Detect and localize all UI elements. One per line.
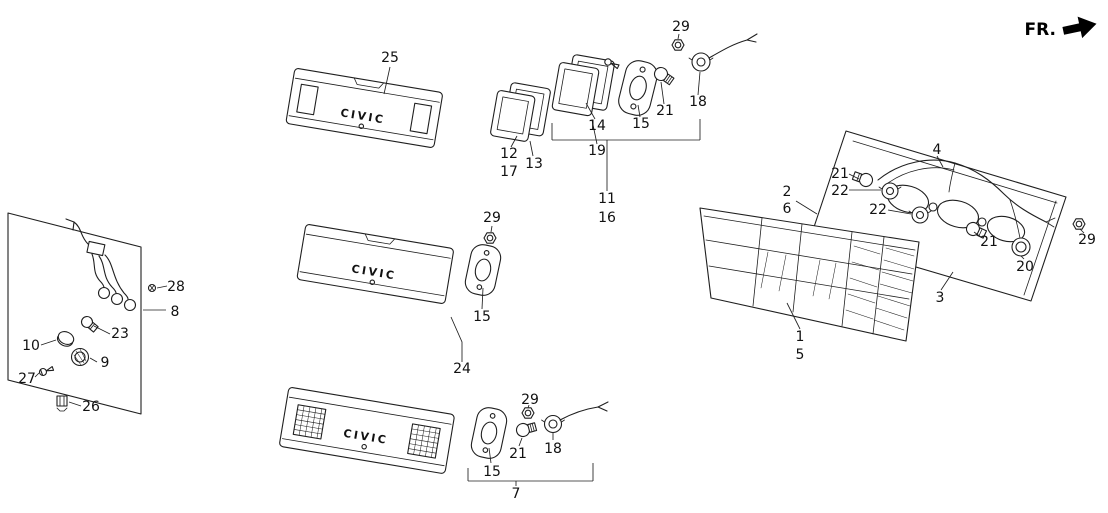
- unit-outline-box: [7, 212, 142, 415]
- callout-marker-lens-a: 12: [500, 146, 518, 162]
- callout-socket-cap: 20: [1016, 259, 1034, 275]
- callout-socket-housing: 10: [22, 338, 40, 354]
- screw-icon: [147, 283, 157, 293]
- callout-clip: 26: [82, 399, 100, 415]
- callout-socket-unit: 8: [171, 304, 180, 320]
- callout-marker-c: 17: [500, 164, 518, 180]
- callout-nut-top: 29: [672, 19, 690, 35]
- fr-indicator: FR.: [1025, 16, 1097, 40]
- taillight-housing: [810, 130, 1067, 302]
- callout-screw-box: 28: [167, 279, 185, 295]
- callout-socket-bottom: 18: [544, 441, 562, 457]
- socket-housing-icon: [56, 331, 75, 347]
- callout-gasket-middle: 15: [473, 309, 491, 325]
- nut-icon: [483, 232, 497, 244]
- bulb-icon: [80, 315, 99, 333]
- socket-wiring-unit: [7, 212, 157, 415]
- taillight-assembly: [699, 130, 1086, 342]
- fr-label: FR.: [1025, 20, 1056, 40]
- callout-lens-r-a: 2: [783, 184, 792, 200]
- callout-gasket-bottom: 15: [483, 464, 501, 480]
- callout-bulb-left: 23: [111, 326, 129, 342]
- bulb-socket-bottom: [541, 401, 609, 434]
- callout-garnish-middle: 24: [453, 361, 471, 377]
- bulb-icon: [515, 422, 538, 438]
- callout-socket-right-b: 22: [869, 202, 887, 218]
- gasket-top: [618, 60, 658, 116]
- screw-icon: [38, 365, 55, 377]
- callout-socket-right-a: 22: [831, 183, 849, 199]
- bulb-socket-icon: [878, 182, 902, 200]
- callout-marker-housing: 19: [588, 143, 606, 159]
- callout-lens-cap: 9: [101, 355, 110, 371]
- rear-garnish-lower: CIVIC: [279, 387, 455, 474]
- gasket-bottom: [470, 407, 508, 459]
- rear-garnish-upper: CIVIC: [285, 68, 443, 148]
- nut-icon: [671, 39, 685, 51]
- callout-lens-r-b: 6: [783, 201, 792, 217]
- side-marker-light-b: [551, 54, 615, 117]
- callout-marker-assy-a: 11: [598, 191, 616, 207]
- taillight-lens: [699, 207, 920, 342]
- callout-gasket-top: 15: [632, 116, 650, 132]
- callout-lens-assy-b: 5: [796, 347, 805, 363]
- callout-garnish-lower: 7: [512, 486, 521, 502]
- callout-housing: 3: [936, 290, 945, 306]
- socket-cap-icon: [1011, 237, 1031, 257]
- bulb-icon: [851, 171, 874, 188]
- clip-icon: [56, 395, 68, 412]
- callout-nut-right: 29: [1078, 232, 1096, 248]
- callout-marker-assy-b: 16: [598, 210, 616, 226]
- callout-marker-lens: 14: [588, 118, 606, 134]
- bulb-socket-top: [688, 33, 758, 72]
- callout-bulb-bottom: 21: [509, 446, 527, 462]
- side-marker-light-a: [490, 82, 551, 142]
- callout-bulb-right-b: 21: [980, 234, 998, 250]
- callout-harness: 4: [933, 142, 942, 158]
- leader-lines: [34, 33, 1085, 486]
- callout-bulb-right-a: 21: [831, 166, 849, 182]
- nut-icon: [1072, 218, 1086, 230]
- callout-garnish-upper: 25: [381, 50, 399, 66]
- callout-socket-top: 18: [689, 94, 707, 110]
- wire-harness-left: [65, 218, 137, 312]
- fr-arrow-icon: [1062, 16, 1097, 39]
- screw-icon: [604, 58, 620, 70]
- wire-harness-right: [877, 159, 1056, 239]
- gasket-middle: [464, 244, 502, 296]
- lens-cap-icon: [70, 347, 90, 367]
- nut-icon: [521, 407, 535, 419]
- callout-nut-middle: 29: [483, 210, 501, 226]
- bulb-icon: [653, 66, 675, 86]
- bulb-socket-icon: [908, 206, 932, 224]
- rear-garnish-middle: CIVIC: [296, 224, 454, 304]
- callout-screw-left: 27: [18, 371, 36, 387]
- callout-lens-assy-a: 1: [796, 329, 805, 345]
- callout-bulb-top: 21: [656, 103, 674, 119]
- callout-marker-b: 13: [525, 156, 543, 172]
- callout-labels: 25 29 21 18 15 14 19 12 13 17 11 16 29 1…: [18, 19, 1096, 502]
- callout-nut-bottom: 29: [521, 392, 539, 408]
